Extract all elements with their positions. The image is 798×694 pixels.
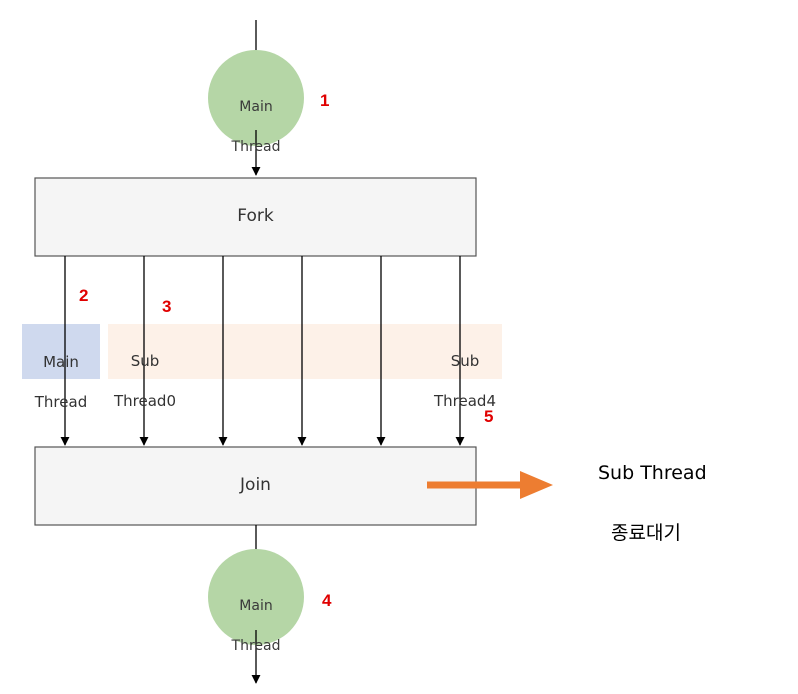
sub-thread0-line2: Thread0 (114, 392, 176, 410)
top-circle-line1: Main (239, 99, 273, 115)
fork-box (34, 177, 477, 257)
main-thread-line2: Thread (34, 393, 88, 411)
sub-thread-label-bg (108, 324, 502, 379)
top-circle-line2: Thread (231, 139, 281, 155)
bottom-circle-line1: Main (239, 598, 273, 614)
step-number-3: 3 (162, 297, 172, 316)
sub-thread0-label: Sub Thread0 (104, 331, 186, 411)
fork-label: Fork (237, 206, 274, 226)
note-wait-for-exit: 종료대기 (611, 522, 681, 544)
top-circle-label: Main Thread (216, 77, 296, 157)
sub-thread0-line1: Sub (130, 352, 160, 370)
main-thread-label: Main Thread (22, 332, 100, 412)
note-sub-thread: Sub Thread (598, 462, 707, 484)
bottom-circle-label: Main Thread (216, 576, 296, 656)
sub-thread4-line2: Thread4 (434, 392, 496, 410)
step-number-5: 5 (484, 407, 494, 426)
main-thread-line1: Main (43, 353, 79, 371)
step-number-1: 1 (320, 91, 330, 110)
main-thread-label-bg (22, 324, 100, 379)
join-label: Join (240, 475, 271, 495)
sub-thread4-label: Sub Thread4 (424, 331, 506, 411)
join-box (34, 446, 477, 526)
sub-thread4-line1: Sub (450, 352, 480, 370)
bottom-main-thread-circle (208, 549, 304, 645)
top-main-thread-circle (208, 50, 304, 146)
step-number-4: 4 (322, 591, 332, 610)
step-number-2: 2 (79, 286, 89, 305)
wait-arrow-head (520, 471, 553, 499)
bottom-circle-line2: Thread (231, 638, 281, 654)
